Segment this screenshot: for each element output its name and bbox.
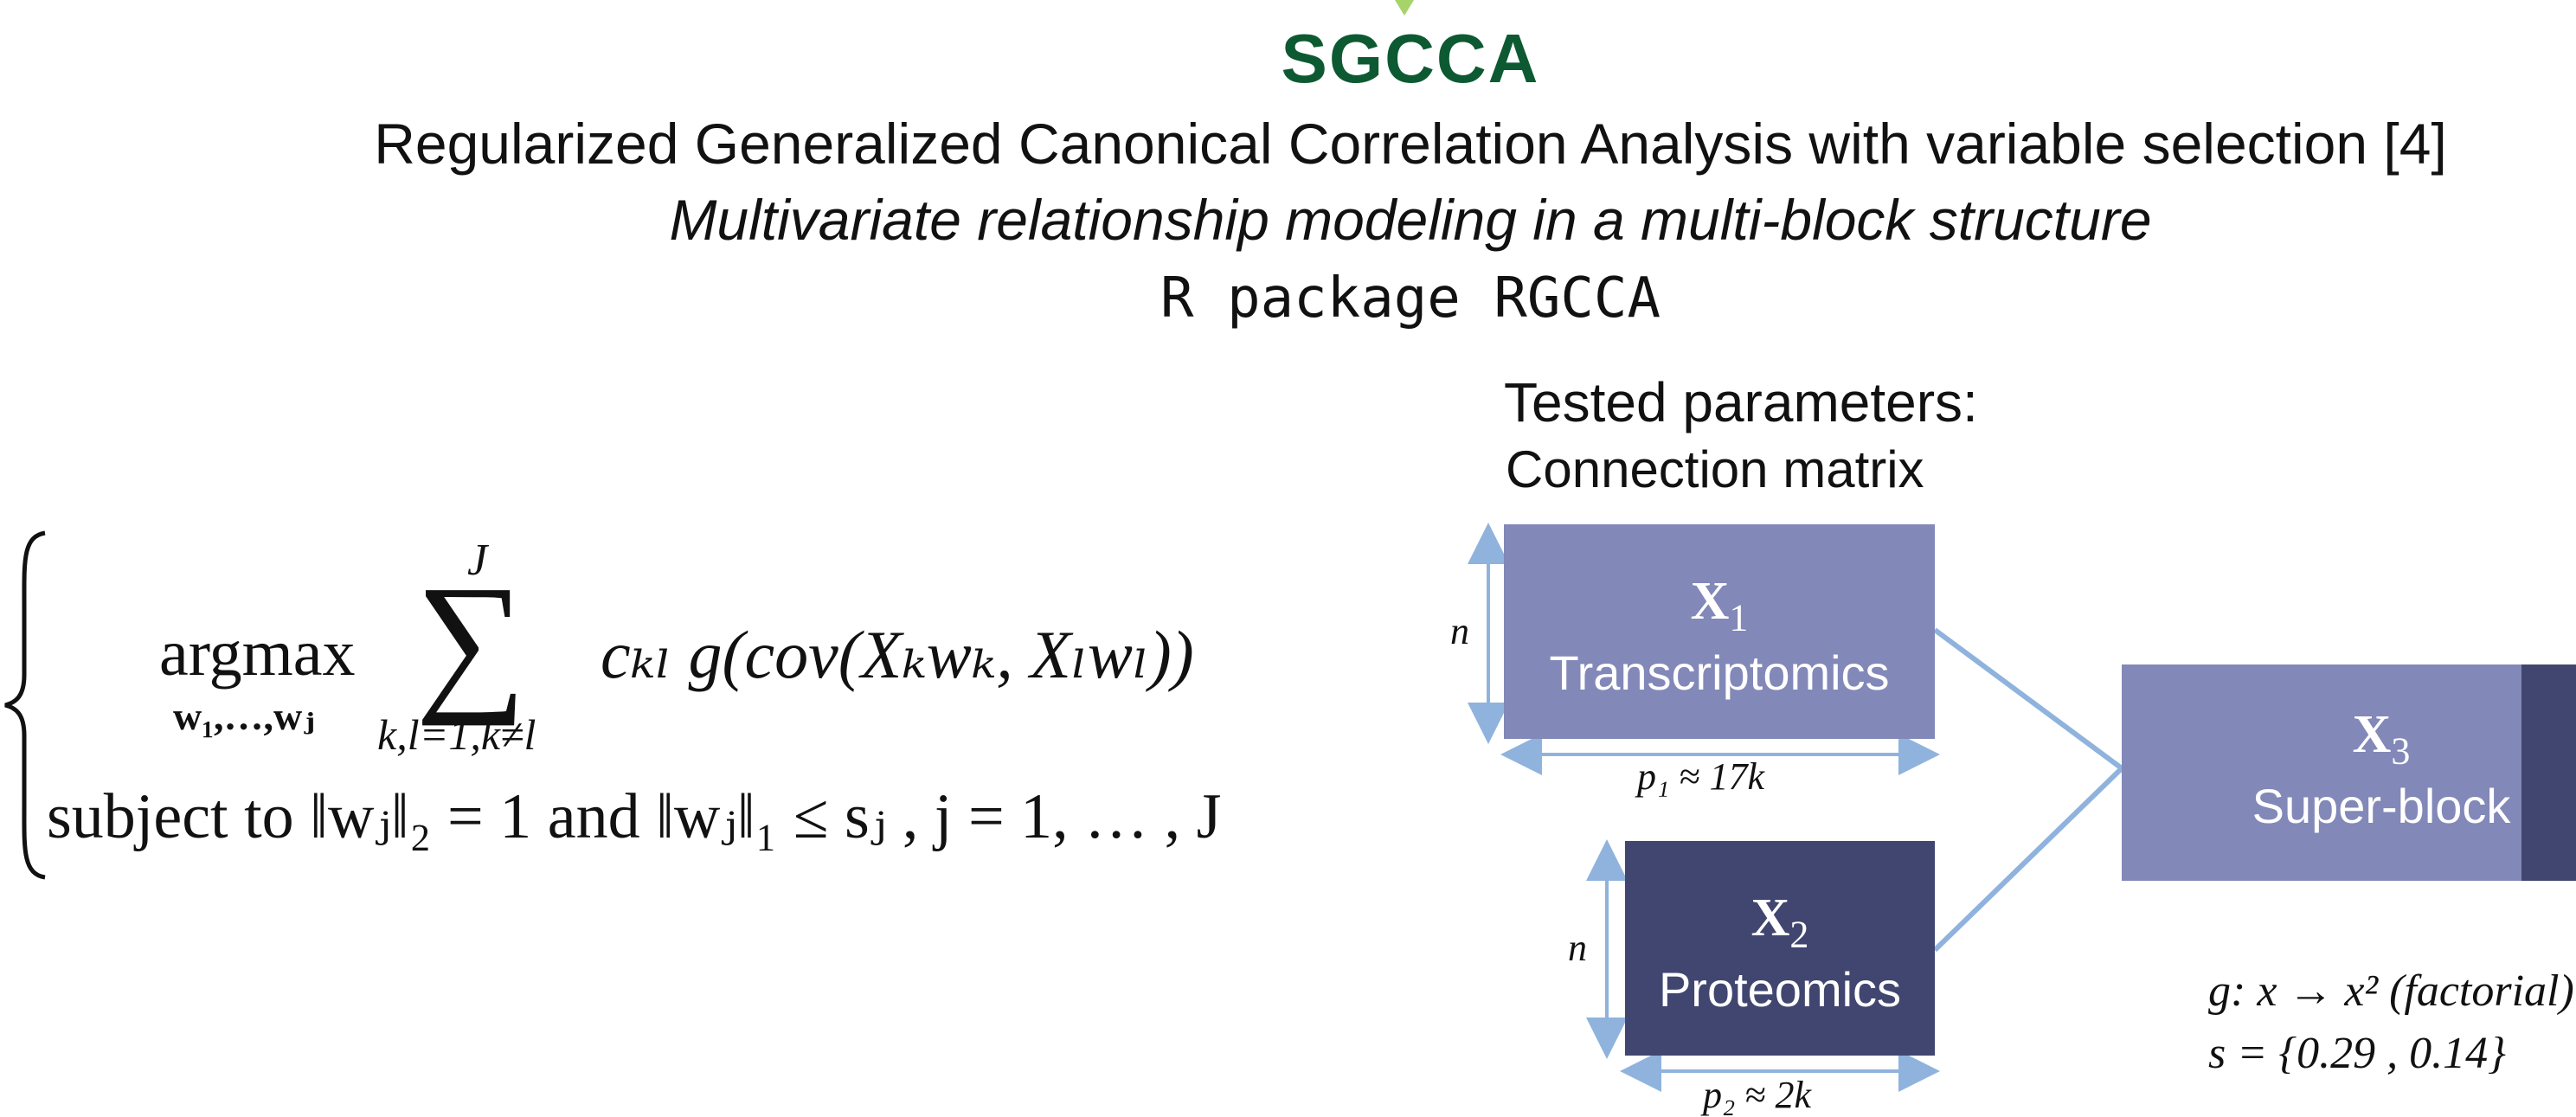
sum-sign-icon: ∑ xyxy=(415,554,527,726)
dimension-arrows xyxy=(1468,523,1940,1092)
block-cols-label: p₂ ≈ 2k xyxy=(1703,1074,1811,1116)
connection-matrix-label: Connection matrix xyxy=(1506,440,1924,498)
sum-upper-limit: J xyxy=(467,536,488,585)
sparsity-values: s = {0.29 , 0.14} xyxy=(2208,1029,2506,1078)
left-brace-icon xyxy=(4,530,46,880)
super-block: X3 Super-block xyxy=(2122,664,2576,881)
block-label: Super-block xyxy=(2252,779,2511,834)
scheme-function: g: x → x² (factorial) xyxy=(2208,966,2574,1016)
block-symbol: X1 xyxy=(1690,572,1749,639)
block-rows-label: n xyxy=(1568,927,1587,969)
transcriptomics-block: X1 Transcriptomics xyxy=(1504,524,1935,739)
page-subtitle: Multivariate relationship modeling in a … xyxy=(669,188,2152,252)
argmax-label: argmax xyxy=(159,617,356,690)
proteomics-block: X2 Proteomics xyxy=(1625,841,1935,1056)
block-connector-lines xyxy=(1932,627,2124,953)
tested-parameters-heading: Tested parameters: xyxy=(1504,371,1978,433)
objective-term: cₖₗ g(cov(Xₖwₖ, Xₗwₗ)) xyxy=(601,617,1194,692)
argmax-subscript: w₁,…,wⱼ xyxy=(173,694,315,738)
page-title: Regularized Generalized Canonical Correl… xyxy=(374,112,2447,176)
block-symbol: X3 xyxy=(2352,705,2411,773)
sum-lower-limit: k,l=1,k≠l xyxy=(377,710,536,759)
block-symbol: X2 xyxy=(1751,889,1809,956)
block-rows-label: n xyxy=(1450,610,1469,652)
block-cols-label: p₁ ≈ 17k xyxy=(1637,755,1764,798)
super-block-dark-strip xyxy=(2521,664,2576,881)
block-label: Proteomics xyxy=(1658,962,1902,1017)
constraint-line: subject to ‖wⱼ‖₂ = 1 and ‖wⱼ‖₁ ≤ sⱼ , j … xyxy=(47,781,1222,852)
package-name: R package RGCCA xyxy=(1160,266,1661,331)
logo-leaf-icon xyxy=(1395,0,1414,16)
block-label: Transcriptomics xyxy=(1549,645,1890,701)
sgcca-logo: SGCCA xyxy=(1281,20,1540,97)
